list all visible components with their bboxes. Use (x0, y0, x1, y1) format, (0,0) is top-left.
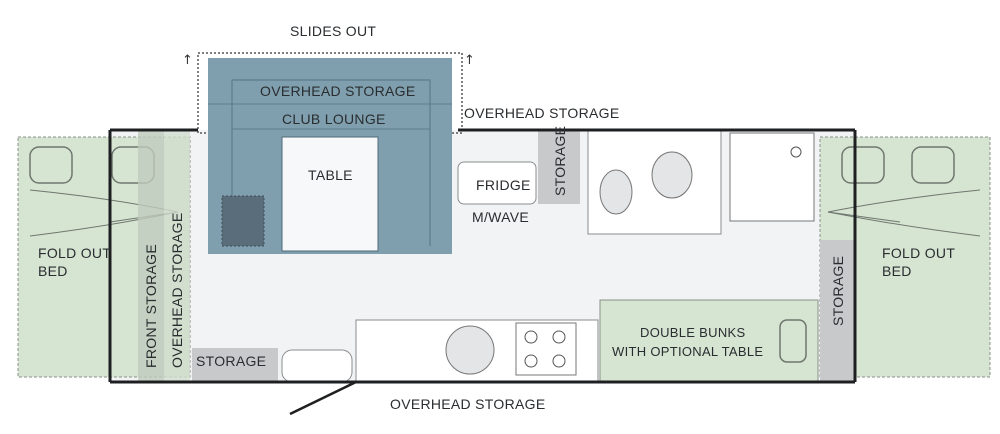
shower-base (729, 132, 815, 222)
lounge-table (281, 136, 379, 252)
pillow-left-1 (29, 146, 73, 184)
pillow-right-2 (911, 146, 955, 184)
label-storage-kitchen: STORAGE (552, 126, 568, 196)
storage-kitchen-block (538, 130, 580, 204)
toilet-icon (651, 151, 693, 199)
lounge-cushion (221, 195, 265, 247)
label-club-lounge: CLUB LOUNGE (282, 111, 386, 127)
label-fold-out-bed-left-2: BED (38, 263, 68, 279)
label-front-storage: FRONT STORAGE (143, 244, 159, 368)
label-overhead-storage-top: OVERHEAD STORAGE (464, 105, 619, 121)
label-table: TABLE (308, 167, 353, 183)
label-slides-out: SLIDES OUT (290, 23, 376, 39)
shower-drain-icon (790, 146, 802, 158)
label-fold-out-bed-right-1: FOLD OUT (882, 245, 955, 261)
label-fold-out-bed-left-1: FOLD OUT (38, 245, 111, 261)
overhead-storage-front-strip (164, 130, 190, 382)
double-bunks (599, 299, 819, 383)
door-outline (281, 349, 353, 383)
front-storage-strip (138, 130, 164, 382)
sink-icon (445, 325, 495, 375)
club-lounge (208, 58, 452, 254)
label-storage-right: STORAGE (830, 256, 846, 326)
cooktop-icon (515, 322, 577, 376)
bunk-pillow (779, 319, 807, 363)
storage-right-block (820, 240, 855, 382)
label-double-bunks-2: WITH OPTIONAL TABLE (612, 344, 763, 359)
label-overhead-storage-front: OVERHEAD STORAGE (169, 213, 185, 368)
up-arrow-icon: ↑ (182, 53, 193, 68)
up-arrow-icon-2: ↑ (464, 53, 475, 68)
label-storage-bottom-left: STORAGE (196, 353, 266, 369)
pillow-right-1 (841, 146, 885, 184)
label-double-bunks-1: DOUBLE BUNKS (640, 325, 745, 340)
entry-door-swing (289, 380, 357, 416)
label-mwave: M/WAVE (472, 209, 529, 225)
basin-icon (599, 169, 633, 215)
label-fridge: FRIDGE (476, 177, 531, 193)
label-fold-out-bed-right-2: BED (882, 263, 912, 279)
label-overhead-storage-bottom: OVERHEAD STORAGE (390, 396, 545, 412)
label-overhead-storage-slide: OVERHEAD STORAGE (260, 83, 415, 99)
fridge-box (457, 161, 537, 205)
storage-bottom-left-block (192, 348, 278, 382)
